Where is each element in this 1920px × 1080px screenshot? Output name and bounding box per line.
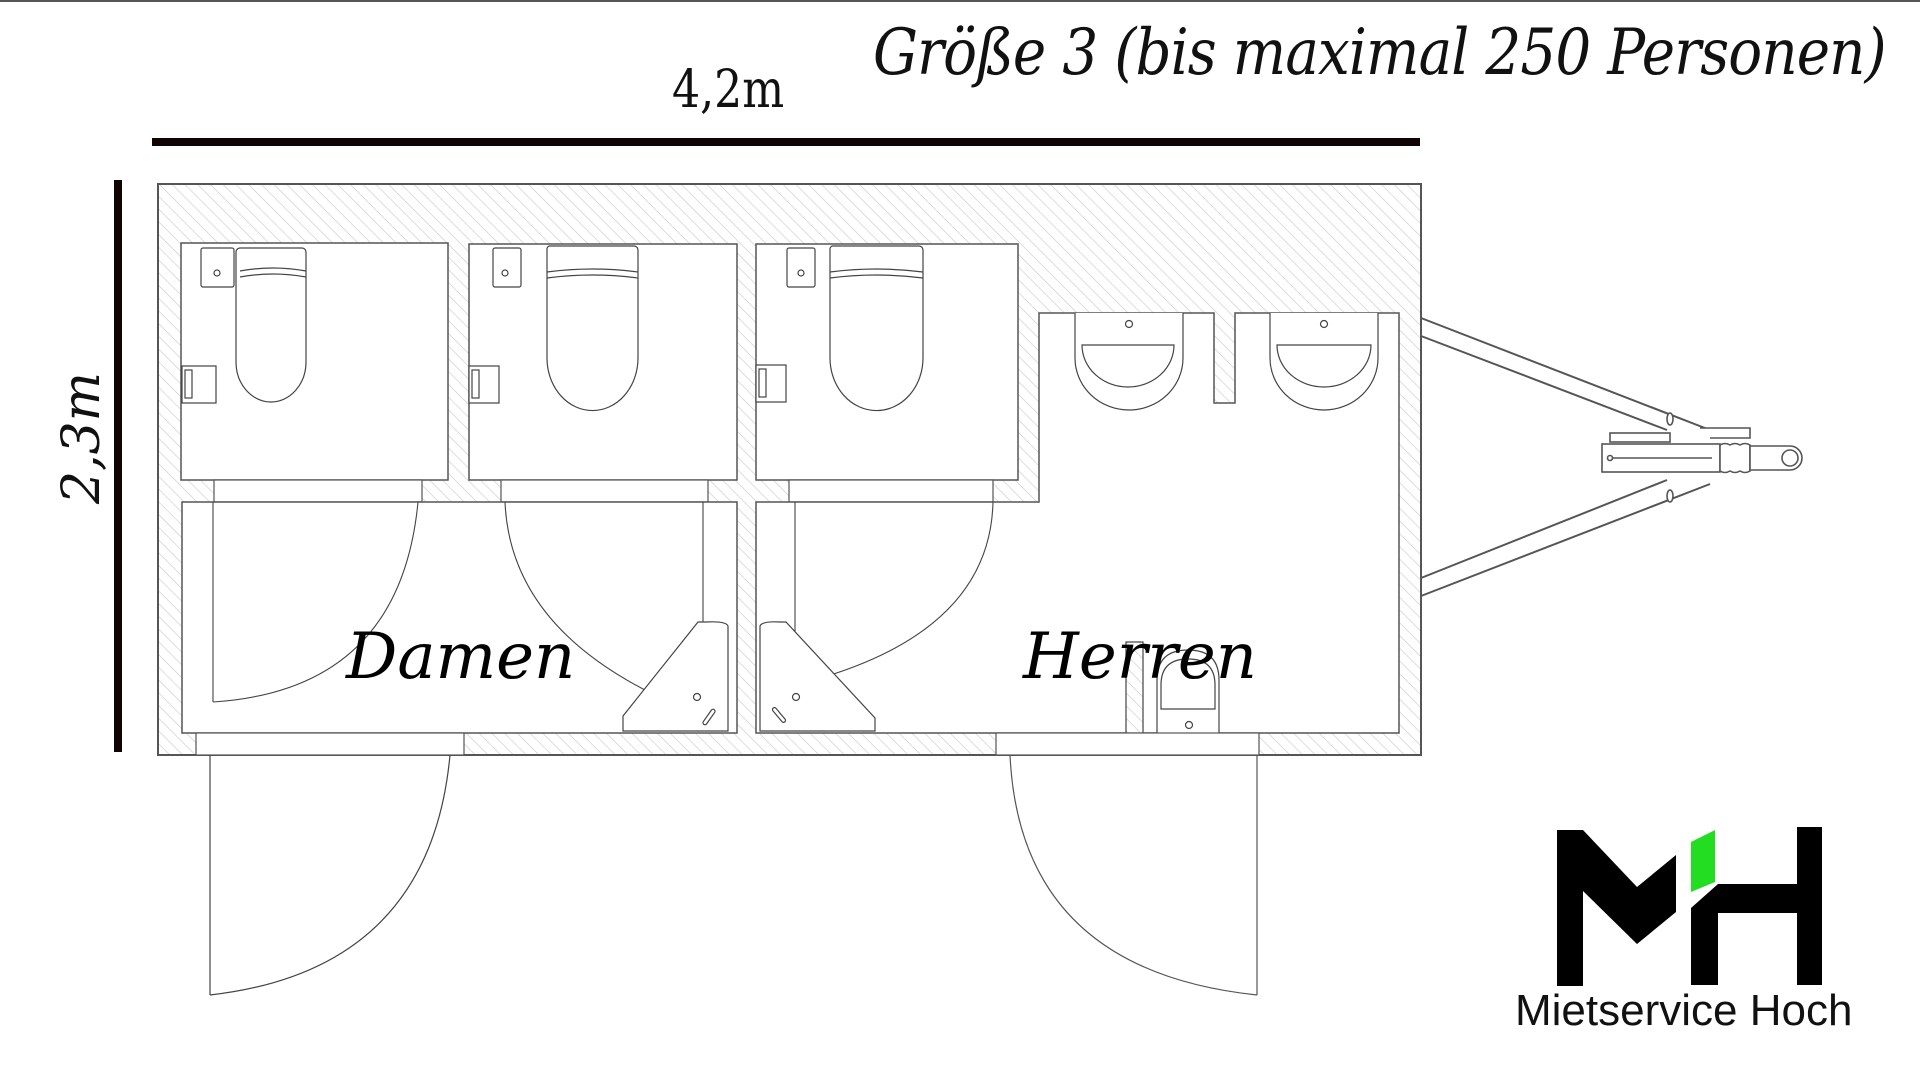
page-title: Größe 3 (bis maximal 250 Personen) (873, 16, 1887, 90)
entry-door-herren (1009, 754, 1258, 996)
logo-accent (1691, 830, 1715, 892)
toilet-fixtures (181, 245, 924, 412)
wall-urinals (1074, 313, 1379, 411)
width-dimension-bar (152, 138, 1420, 146)
height-dimension-bar (114, 180, 122, 752)
top-border-line (0, 0, 1920, 2)
room-label-herren: Herren (1023, 620, 1257, 694)
corner-sink-herren (759, 621, 876, 732)
tow-bar (1420, 317, 1711, 597)
company-logo-icon (1557, 827, 1822, 986)
entry-door-damen (209, 754, 451, 996)
width-dimension-label: 4,2m (672, 60, 785, 120)
trailer-coupling (1601, 412, 1803, 503)
room-label-damen: Damen (346, 620, 576, 694)
door-swings (212, 501, 994, 703)
floor-urinal (1125, 641, 1220, 734)
logo-m-shape (1557, 830, 1676, 986)
logo-h-shape (1691, 827, 1822, 985)
company-name: Mietservice Hoch (1515, 986, 1853, 1035)
corner-sink-damen (622, 621, 729, 732)
